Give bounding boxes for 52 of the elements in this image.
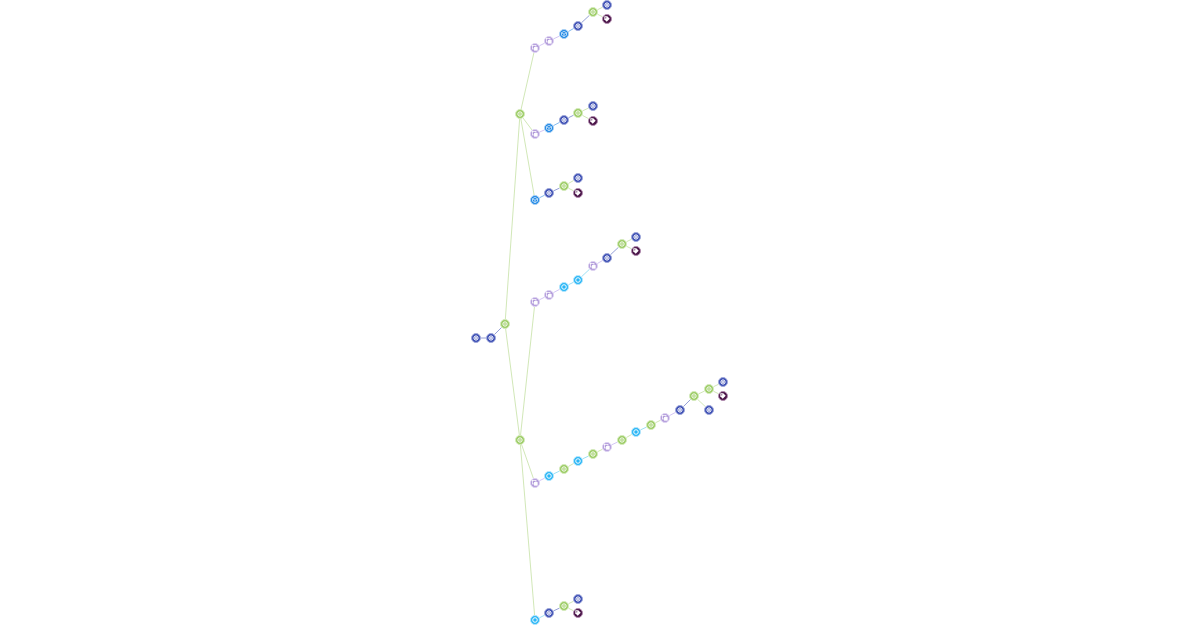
connector-line (567, 463, 575, 467)
connector-line (625, 434, 633, 438)
connector-line (567, 28, 575, 32)
connector-line (520, 118, 535, 196)
connector-line (640, 426, 647, 431)
connector-line (539, 42, 545, 47)
connector-line (553, 121, 560, 127)
connector-line (520, 306, 535, 436)
connector-line (626, 238, 632, 243)
connector-line (505, 328, 520, 436)
connector-line (504, 118, 521, 320)
connector-line (480, 337, 487, 339)
connector-line (539, 477, 545, 482)
connector-line (713, 383, 719, 388)
connector-line (553, 607, 560, 612)
connector-line (568, 607, 574, 612)
connector-line (553, 288, 560, 294)
connector-line (581, 269, 590, 277)
connector-line (539, 296, 545, 301)
connector-line (611, 441, 618, 446)
connector-line (626, 245, 632, 250)
connector-line (553, 187, 560, 192)
connector-line (539, 614, 545, 619)
connector-line (582, 107, 589, 112)
connector-line (553, 470, 560, 475)
connector-line (597, 448, 603, 453)
connector-line (713, 390, 719, 395)
connector-line (582, 114, 589, 120)
connector-line (698, 390, 705, 395)
connector-line (521, 444, 534, 479)
connector-line (539, 194, 545, 199)
connector-line (582, 455, 589, 460)
connector-line (581, 15, 590, 23)
connector-line (522, 117, 533, 131)
connector-line (597, 13, 603, 18)
connector-line (683, 399, 691, 407)
connector-line (520, 52, 535, 110)
connector-line (568, 600, 574, 605)
connector-line (568, 114, 574, 119)
connector-line (655, 419, 661, 424)
connector-line (553, 35, 560, 40)
connector-line (610, 247, 619, 255)
connector-line (568, 187, 574, 192)
connector-line (539, 129, 545, 133)
connector-line (697, 399, 706, 407)
connector-line (669, 411, 676, 417)
connector-line (597, 6, 603, 11)
connector-line (494, 327, 502, 335)
connector-line (596, 260, 604, 264)
connector-line (520, 444, 535, 616)
connector-line (567, 180, 575, 184)
connector-line (568, 281, 574, 286)
